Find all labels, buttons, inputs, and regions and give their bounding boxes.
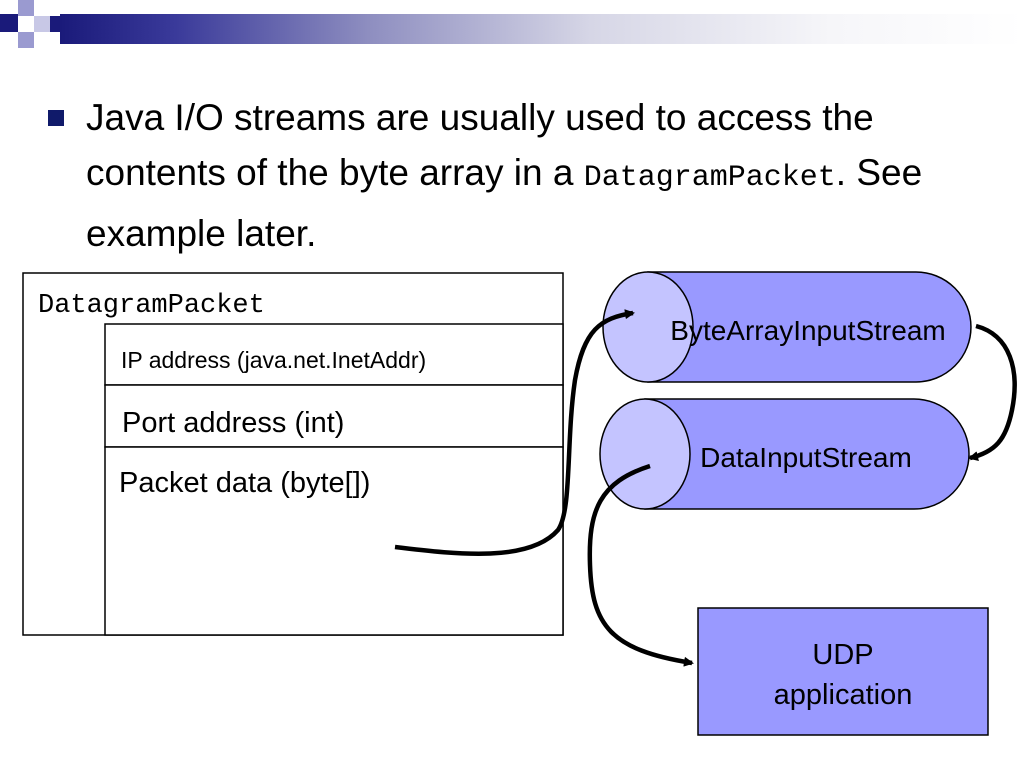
arrow-datainput-to-udp (587, 463, 694, 667)
corner-decoration (0, 0, 62, 48)
datagram-packet-title: DatagramPacket (38, 291, 265, 321)
bullet-text-part2: . See example later. (86, 152, 923, 254)
bullet-code-datagrampacket: DatagramPacket (583, 161, 836, 195)
data-input-stream-cylinder: DataInputStream (599, 398, 970, 510)
header-gradient-bar (60, 14, 1024, 44)
udp-application-label-line1: UDP (812, 639, 873, 671)
bullet-point: Java I/O streams are usually used to acc… (48, 90, 988, 261)
udp-application-box: UDP application (697, 607, 989, 736)
ip-address-field-label: IP address (java.net.InetAddr) (121, 347, 426, 373)
datagram-packet-box: DatagramPacket IP address (java.net.Inet… (22, 272, 564, 636)
bullet-text-part1: Java I/O streams are usually used to acc… (86, 97, 874, 193)
port-address-field-label: Port address (int) (122, 407, 344, 439)
packet-data-field-label: Packet data (byte[]) (119, 467, 370, 499)
bullet-text: Java I/O streams are usually used to acc… (86, 90, 988, 261)
data-input-stream-label: DataInputStream (700, 442, 912, 473)
byte-array-input-stream-label: ByteArrayInputStream (670, 315, 945, 346)
arrow-bytearray-to-datainput (968, 323, 1017, 461)
byte-array-input-stream-cylinder: ByteArrayInputStream (602, 271, 972, 383)
udp-application-label-line2: application (774, 679, 913, 711)
bullet-square-icon (48, 110, 64, 126)
arrow-packet-to-bytearray (394, 309, 635, 556)
packet-data-field-box (104, 446, 564, 636)
